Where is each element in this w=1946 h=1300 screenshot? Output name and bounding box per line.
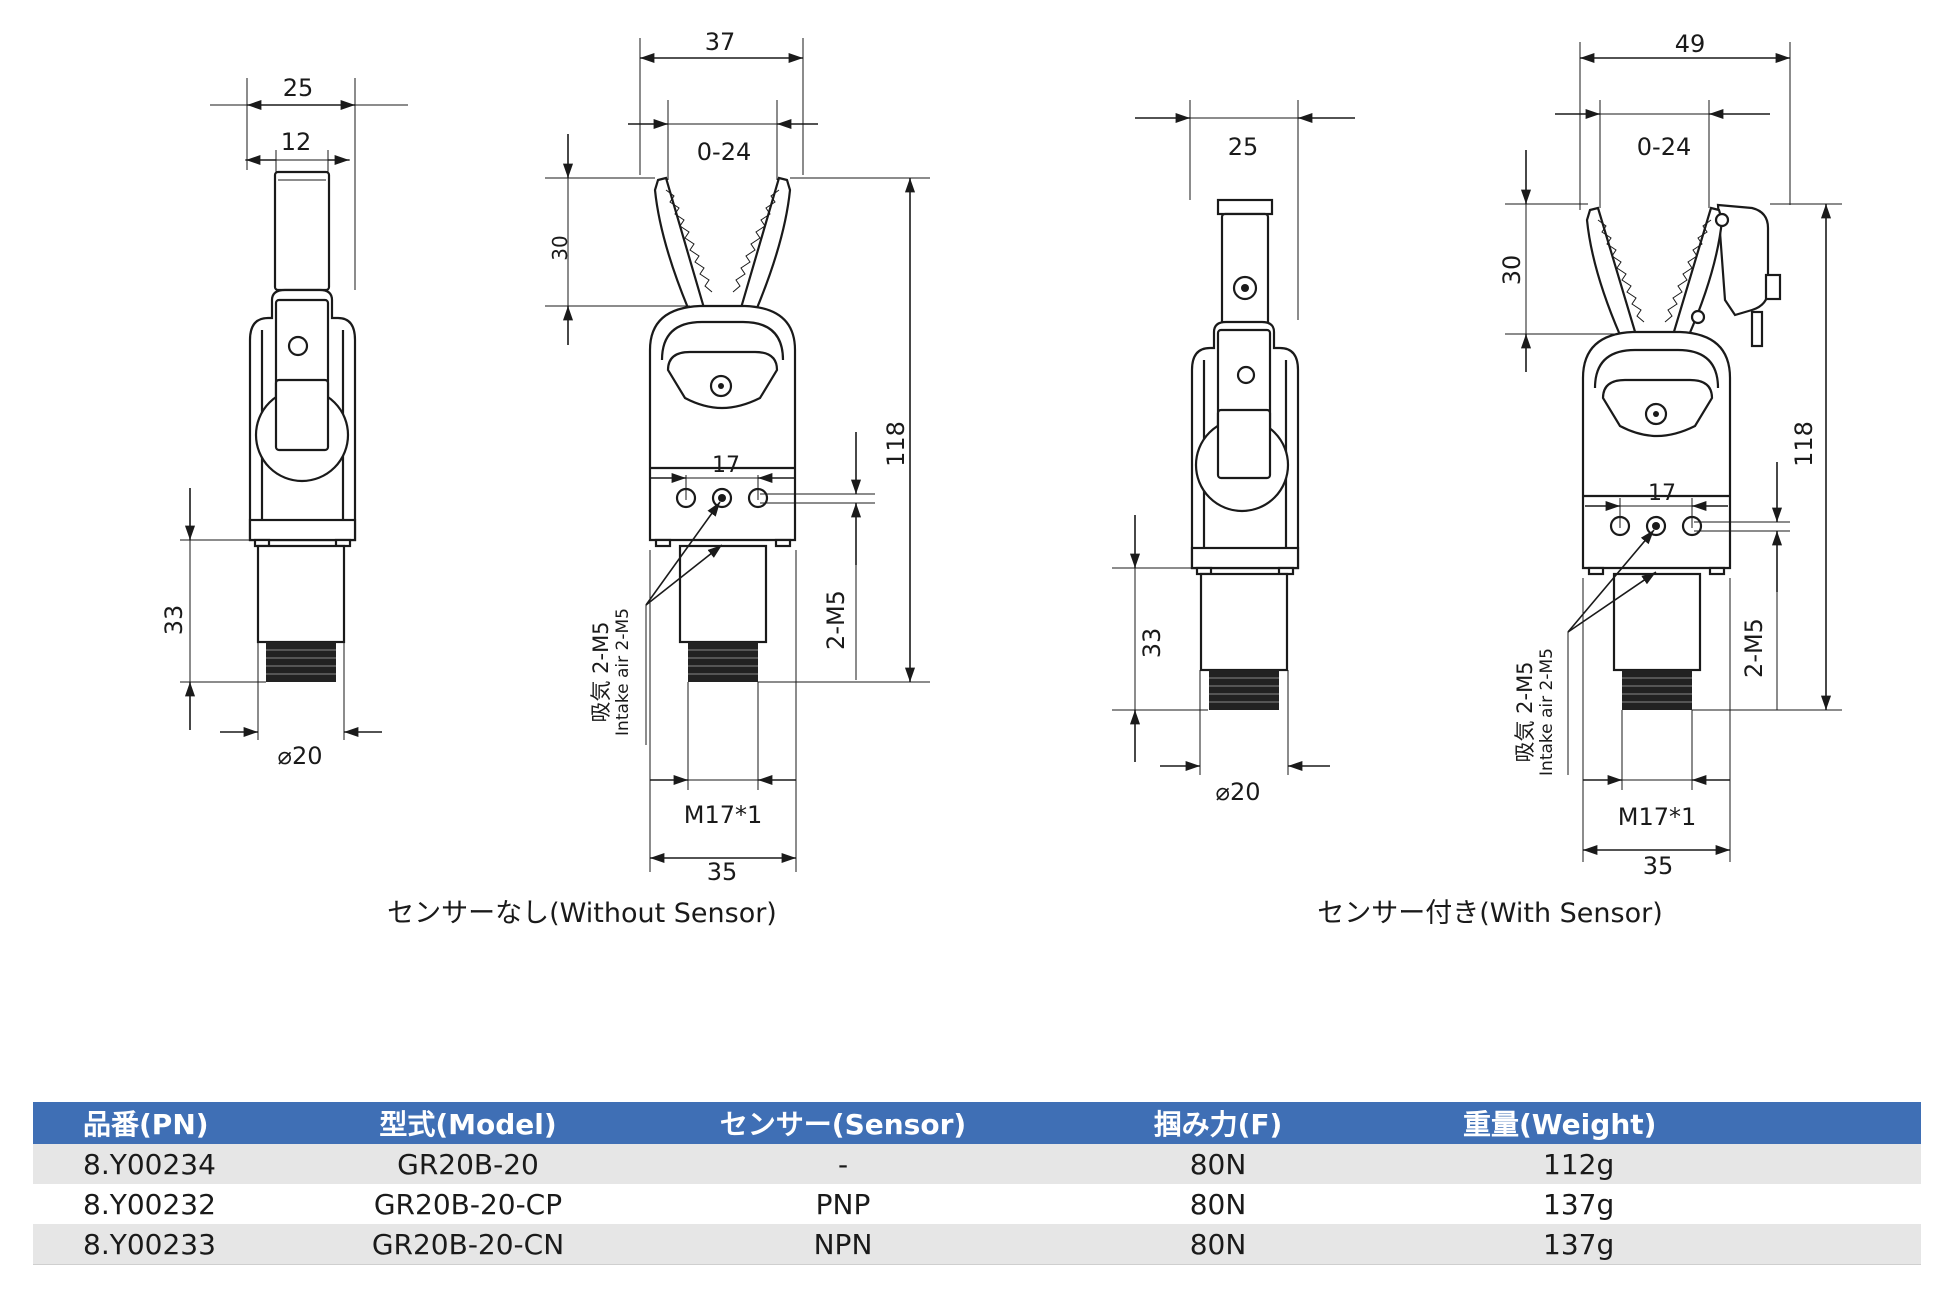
dim-pitch-17-s: 17 [1648, 481, 1676, 506]
intake-label-jp: 吸気 2-M5 [589, 621, 613, 722]
dim-thread-m17: M17*1 [684, 801, 763, 829]
caption-without-sensor: センサーなし(Without Sensor) [387, 898, 777, 929]
intake-label-jp-s: 吸気 2-M5 [1513, 661, 1537, 762]
dim-port-2m5-s: 2-M5 [1740, 618, 1768, 678]
cell-force: 80N [1053, 1224, 1383, 1265]
table-row: 8.Y00232 GR20B-20-CP PNP 80N 137g [33, 1184, 1921, 1224]
cell-pn: 8.Y00232 [33, 1184, 303, 1224]
dim-width-25: 25 [283, 74, 314, 102]
dim-height-118-s: 118 [1790, 421, 1818, 467]
cell-sensor: - [633, 1144, 1053, 1184]
cell-force: 80N [1053, 1184, 1383, 1224]
side-view-without-sensor: 25 12 33 ⌀20 [160, 74, 408, 770]
cell-model: GR20B-20-CN [303, 1224, 633, 1265]
cell-weight: 137g [1383, 1184, 1921, 1224]
cell-pn: 8.Y00234 [33, 1144, 303, 1184]
intake-label-en-s: Intake air 2-M5 [1537, 648, 1557, 776]
dim-finger-30-s: 30 [1498, 255, 1526, 286]
dim-pitch-17: 17 [712, 453, 740, 478]
cell-weight: 112g [1383, 1144, 1921, 1184]
dim-width-49: 49 [1675, 30, 1706, 58]
header-weight: 重量(Weight) [1383, 1102, 1921, 1144]
cell-force: 80N [1053, 1144, 1383, 1184]
header-sensor: センサー(Sensor) [633, 1102, 1053, 1144]
dim-height-33-s: 33 [1138, 628, 1166, 659]
table-row: 8.Y00234 GR20B-20 - 80N 112g [33, 1144, 1921, 1184]
dim-height-118: 118 [882, 421, 910, 467]
cell-model: GR20B-20-CP [303, 1184, 633, 1224]
dim-thread-m17-s: M17*1 [1618, 803, 1697, 831]
cell-pn: 8.Y00233 [33, 1224, 303, 1265]
caption-with-sensor: センサー付き(With Sensor) [1317, 898, 1663, 929]
dim-port-2m5: 2-M5 [822, 590, 850, 650]
header-force: 掴み力(F) [1053, 1102, 1383, 1144]
header-model: 型式(Model) [303, 1102, 633, 1144]
dim-finger-30: 30 [548, 235, 572, 260]
dim-stroke-0-24: 0-24 [697, 138, 751, 166]
dim-dia-20: ⌀20 [278, 742, 323, 770]
intake-label-en: Intake air 2-M5 [613, 608, 633, 736]
dim-width-37: 37 [705, 28, 736, 56]
dim-height-33: 33 [160, 605, 188, 636]
side-thread-2 [1209, 670, 1279, 710]
cell-weight: 137g [1383, 1224, 1921, 1265]
dim-width-12: 12 [281, 128, 312, 156]
cell-sensor: PNP [633, 1184, 1053, 1224]
front-thread-1 [688, 642, 758, 682]
header-pn: 品番(PN) [33, 1102, 303, 1144]
spec-table: 品番(PN) 型式(Model) センサー(Sensor) 掴み力(F) 重量(… [33, 1102, 1921, 1265]
dim-width-35: 35 [707, 858, 738, 886]
table-header-row: 品番(PN) 型式(Model) センサー(Sensor) 掴み力(F) 重量(… [33, 1102, 1921, 1144]
front-view-with-sensor: 49 0-24 30 118 17 2-M5 [1498, 30, 1842, 880]
front-view-without-sensor: 37 0-24 30 118 17 2-M5 [545, 28, 930, 886]
side-view-with-sensor: 25 33 ⌀20 [1112, 100, 1355, 806]
dim-width-35-s: 35 [1643, 852, 1674, 880]
cell-model: GR20B-20 [303, 1144, 633, 1184]
dim-width-25-s: 25 [1228, 133, 1259, 161]
dim-dia-20-s: ⌀20 [1216, 778, 1261, 806]
table-row: 8.Y00233 GR20B-20-CN NPN 80N 137g [33, 1224, 1921, 1265]
front-thread-2 [1622, 670, 1692, 710]
side-thread-1 [266, 642, 336, 682]
dim-stroke-0-24-s: 0-24 [1637, 133, 1691, 161]
cell-sensor: NPN [633, 1224, 1053, 1265]
